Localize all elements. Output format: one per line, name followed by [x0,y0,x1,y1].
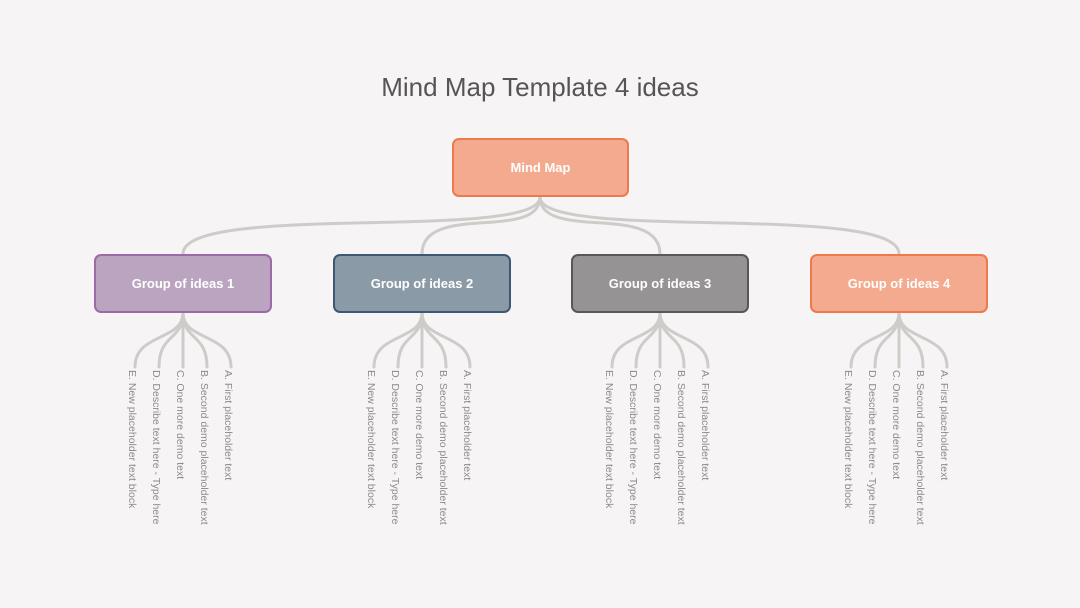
root-to-group-connector [538,195,662,256]
root-to-group-connector [420,195,542,256]
idea-item: A. First placeholder text [938,370,950,481]
idea-item: C. One more demo text [890,370,902,480]
root-to-group-connector [538,195,901,256]
group-node-4[interactable]: Group of ideas 4 [810,254,988,313]
idea-item: E. New placeholder text block [603,370,615,509]
idea-item: E. New placeholder text block [842,370,854,509]
group-to-item-connector [658,311,686,369]
group-to-item-connector [658,311,710,369]
group-to-item-connector [181,311,233,369]
group-to-item-connector [157,311,185,369]
idea-item: E. New placeholder text block [126,370,138,509]
root-node-mind-map[interactable]: Mind Map [452,138,629,197]
group-to-item-connector [634,311,662,369]
idea-item: D. Describe text here - Type here [627,370,639,525]
idea-item: B. Second demo placeholder text [675,370,687,525]
group-node-1[interactable]: Group of ideas 1 [94,254,272,313]
idea-item: A. First placeholder text [222,370,234,481]
page-title: Mind Map Template 4 ideas [381,72,699,102]
group-to-item-connector [873,311,901,369]
group-to-item-connector [897,311,949,369]
group-to-item-connector [420,311,448,369]
idea-item: E. New placeholder text block [365,370,377,509]
group-to-item-connector [897,311,925,369]
idea-item: D. Describe text here - Type here [866,370,878,525]
idea-item: A. First placeholder text [461,370,473,481]
group-to-item-connector [181,311,209,369]
idea-item: D. Describe text here - Type here [389,370,401,525]
root-node-label: Mind Map [510,160,571,175]
idea-item: A. First placeholder text [699,370,711,481]
group-to-item-connector [396,311,424,369]
group-node-label: Group of ideas 3 [608,276,712,291]
idea-item: C. One more demo text [174,370,186,480]
group-to-item-connector [420,311,472,369]
idea-item: D. Describe text here - Type here [150,370,162,525]
root-to-group-connector [181,195,542,256]
idea-item: C. One more demo text [651,370,663,480]
group-node-label: Group of ideas 2 [370,276,474,291]
idea-item: B. Second demo placeholder text [437,370,449,525]
group-node-2[interactable]: Group of ideas 2 [333,254,511,313]
group-node-3[interactable]: Group of ideas 3 [571,254,749,313]
group-node-label: Group of ideas 4 [847,276,951,291]
idea-item: B. Second demo placeholder text [914,370,926,525]
idea-item: C. One more demo text [413,370,425,480]
group-node-label: Group of ideas 1 [131,276,235,291]
idea-item: B. Second demo placeholder text [198,370,210,525]
